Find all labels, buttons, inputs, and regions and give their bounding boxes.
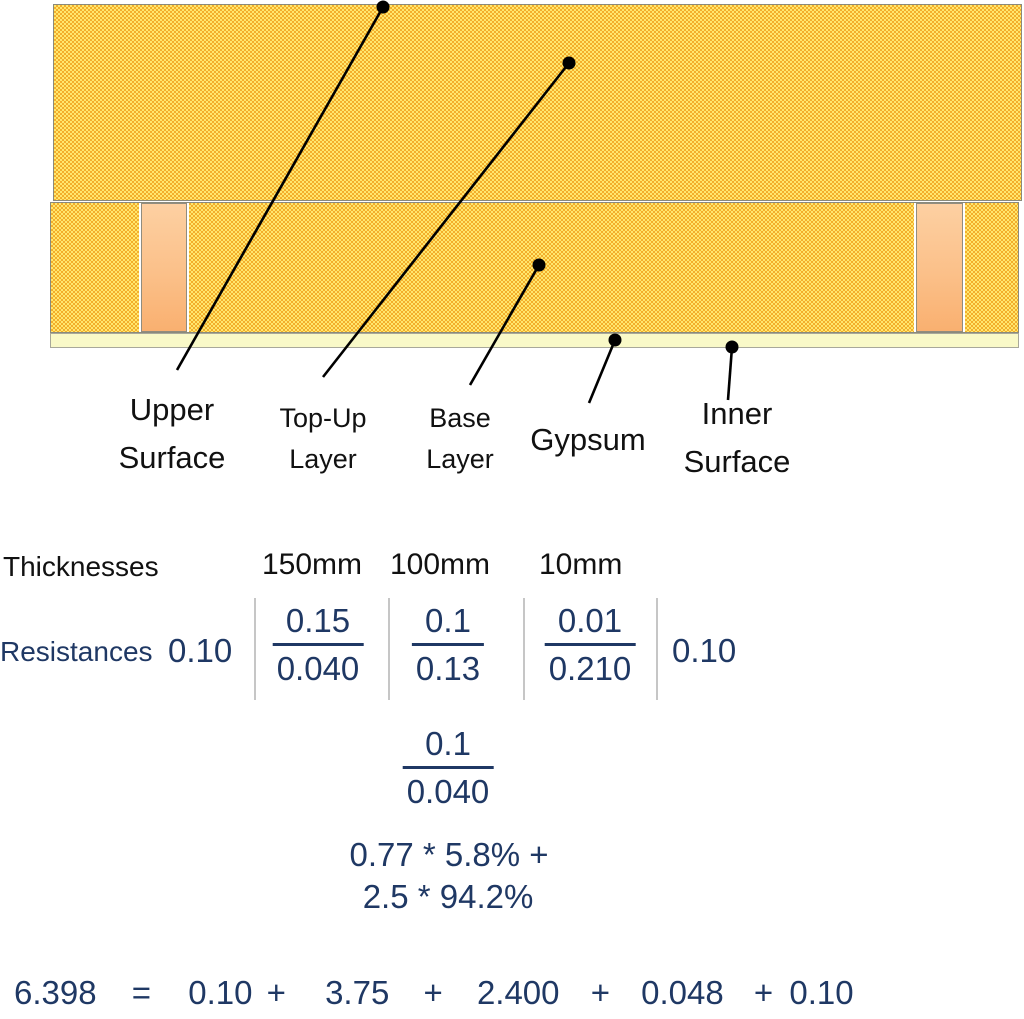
fraction-numerator: 0.15 xyxy=(272,604,364,646)
fraction-denominator: 0.13 xyxy=(415,650,481,687)
thicknesses-row-label: Thicknesses xyxy=(3,551,159,582)
equation-term: 3.75 xyxy=(325,974,390,1011)
equation-term: 0.048 xyxy=(641,974,724,1011)
gypsum-layer-rect xyxy=(50,333,1019,348)
resistance-fraction-top-up: 0.15 0.040 xyxy=(272,604,364,687)
equation-equals: = xyxy=(131,974,152,1011)
thickness-value-gypsum: 10mm xyxy=(539,548,623,581)
leader-line-gypsum xyxy=(587,339,617,404)
resistance-fraction-gypsum: 0.01 0.210 xyxy=(544,604,636,687)
equation-plus: + xyxy=(590,974,610,1011)
bridge-fraction: 0.1 0.040 xyxy=(402,727,494,810)
divider-bar-3 xyxy=(523,598,525,700)
divider-bar-4 xyxy=(656,598,658,700)
label-inner-surface: Inner Surface xyxy=(683,396,791,480)
fraction-denominator: 0.040 xyxy=(276,650,360,687)
equation-term: 2.400 xyxy=(476,974,560,1011)
timber-stud-left xyxy=(141,203,187,332)
resistance-fraction-base: 0.1 0.13 xyxy=(411,604,485,687)
label-top-up-layer: Top-Up Layer xyxy=(279,403,367,474)
equation-plus: + xyxy=(423,974,443,1011)
equation-term: 0.10 xyxy=(789,974,854,1011)
divider-bar-2 xyxy=(388,598,390,700)
divider-bar-1 xyxy=(254,598,256,700)
fraction-numerator: 0.1 xyxy=(411,604,485,646)
equation-term: 0.10 xyxy=(188,974,253,1011)
weighted-average-line-1: 0.77 * 5.8% + xyxy=(349,836,549,873)
total-resistance-equation: 6.398 = 0.10 + 3.75 + 2.400 + 0.048 + 0.… xyxy=(14,974,854,1012)
equation-result: 6.398 xyxy=(14,974,97,1011)
label-gypsum: Gypsum xyxy=(530,422,646,457)
timber-stud-right xyxy=(916,203,963,332)
fraction-numerator: 0.1 xyxy=(402,727,494,769)
fraction-denominator: 0.210 xyxy=(548,650,632,687)
thickness-value-base: 100mm xyxy=(390,548,491,581)
thickness-value-top-up: 150mm xyxy=(262,548,363,581)
base-layer-rect xyxy=(50,202,1019,333)
equation-plus: + xyxy=(266,974,286,1011)
resistances-row-label: Resistances xyxy=(0,636,153,667)
equation-plus: + xyxy=(753,974,774,1011)
fraction-denominator: 0.040 xyxy=(406,773,490,810)
label-upper-surface: Upper Surface xyxy=(118,392,226,476)
fraction-numerator: 0.01 xyxy=(544,604,636,646)
label-base-layer: Base Layer xyxy=(426,403,494,474)
resistance-inner-surface: 0.10 xyxy=(672,632,737,669)
weighted-average-line-2: 2.5 * 94.2% xyxy=(362,878,534,915)
top-up-layer-rect xyxy=(53,4,1022,201)
resistance-outer-surface: 0.10 xyxy=(168,632,233,669)
